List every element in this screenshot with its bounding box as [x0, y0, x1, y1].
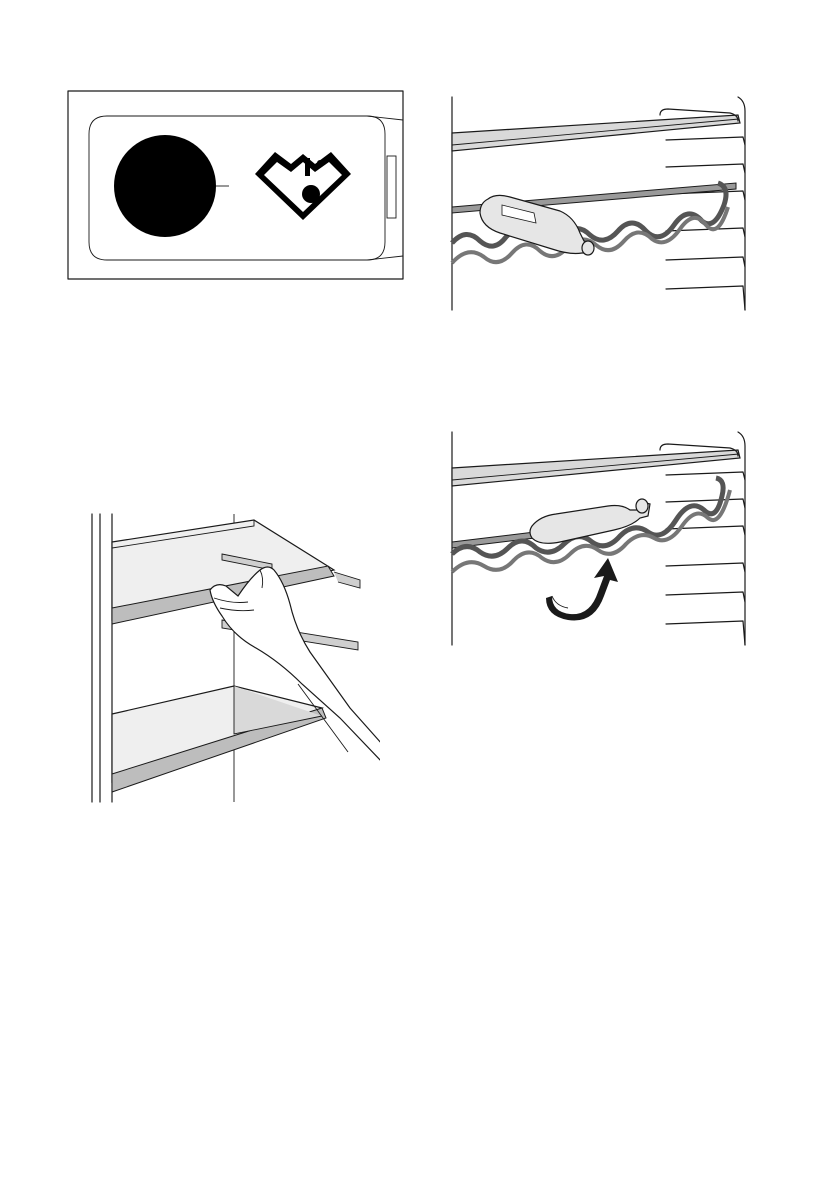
glass-shelf [452, 450, 740, 486]
panel-slot [387, 156, 396, 218]
cabinet-left-walls [92, 514, 112, 802]
temperature-dial-icon[interactable] [114, 135, 216, 237]
figure-wine-rack-installed [448, 95, 753, 315]
figure-shelf-removal [88, 512, 380, 804]
wine-rack-drawing [448, 95, 753, 315]
figure-control-panel [67, 90, 405, 282]
glass-shelf [452, 115, 740, 151]
shelf-support-right [334, 572, 360, 588]
temperature-warning-icon [255, 152, 351, 220]
figure-wine-rack-tilted [448, 430, 753, 652]
wine-rack-tilted-drawing [448, 430, 753, 652]
shelf-removal-drawing [88, 512, 380, 804]
control-panel-drawing [67, 90, 405, 282]
curved-arrow-icon [546, 558, 618, 621]
